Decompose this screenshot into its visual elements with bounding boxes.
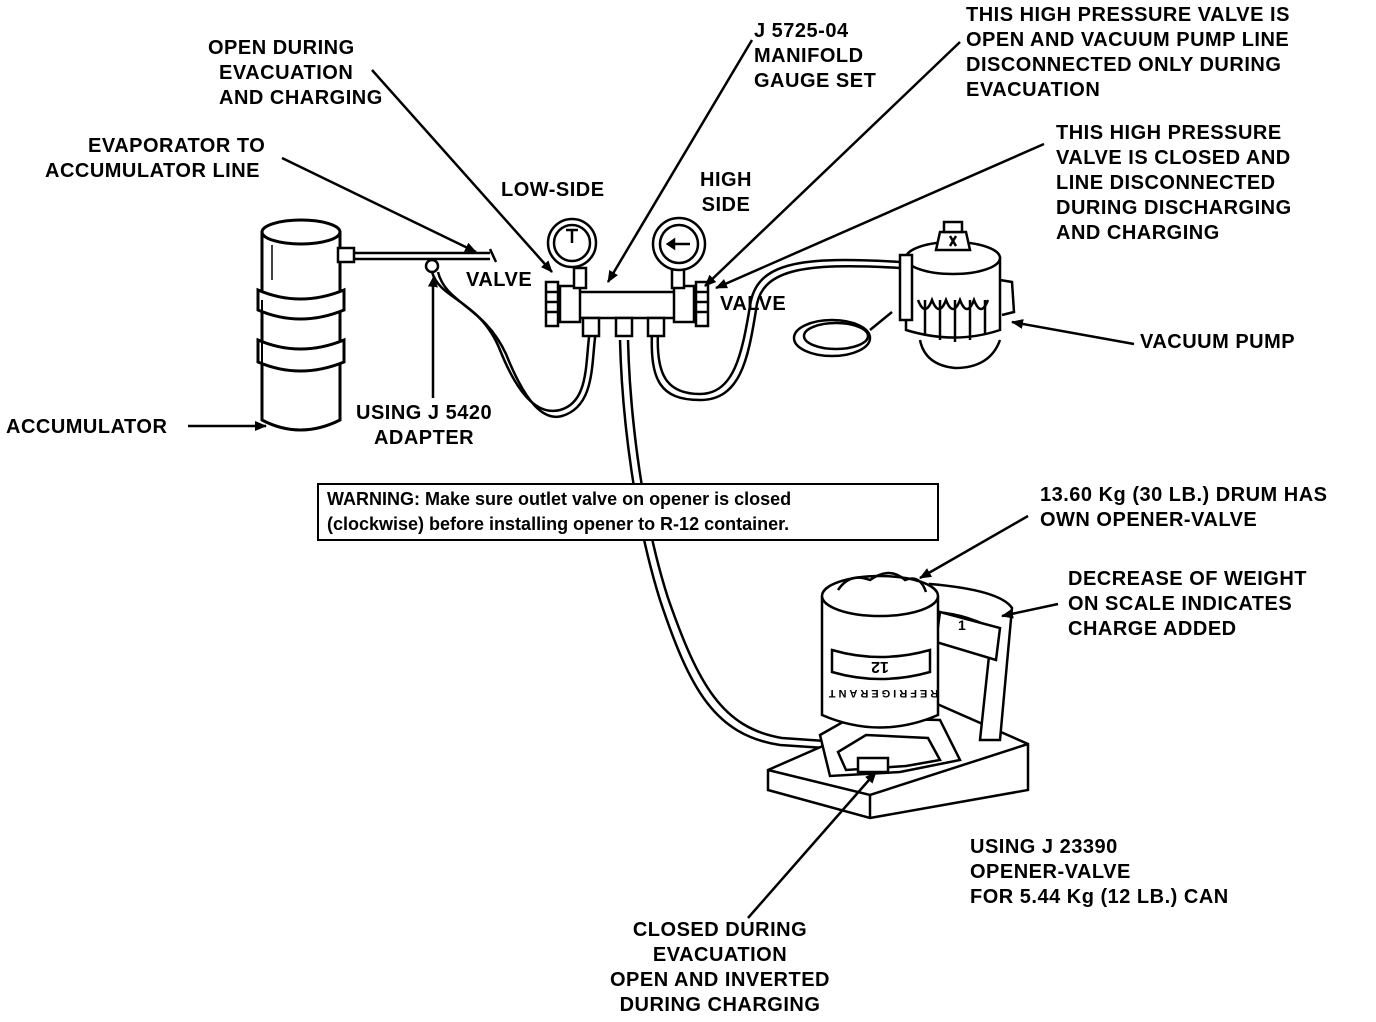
drum-opener-label: 13.60 Kg (30 LB.) DRUM HAS OWN OPENER-VA…	[1040, 484, 1328, 531]
evaporator-line-label: EVAPORATOR TO ACCUMULATOR LINE	[45, 135, 266, 182]
accumulator-fitting	[336, 246, 498, 274]
high-side-valve-label: VALVE	[720, 293, 787, 315]
open-during-evacuation-label: OPEN DURING EVACUATION AND CHARGING	[208, 37, 383, 109]
can-refrigerant-label: REFRIGERANT	[826, 687, 938, 699]
low-side-label: LOW-SIDE	[501, 179, 605, 201]
can-mark-label: 12	[871, 658, 889, 675]
manifold-gauge-set	[544, 216, 710, 338]
vacuum-pump-drawing	[898, 220, 1016, 370]
closed-during-evacuation-label: CLOSED DURING EVACUATION OPEN AND INVERT…	[610, 919, 831, 1016]
accumulator-label: ACCUMULATOR	[6, 416, 168, 438]
warning-line-2: (clockwise) before installing opener to …	[327, 514, 790, 534]
hoses	[430, 258, 901, 750]
manifold-gauge-set-label: J 5725-04 MANIFOLD GAUGE SET	[754, 20, 877, 92]
adapter-label: USING J 5420 ADAPTER	[356, 402, 493, 449]
leader-lines	[188, 39, 1135, 919]
warning-box: WARNING: Make sure outlet valve on opene…	[317, 483, 939, 541]
vacuum-pump-label: VACUUM PUMP	[1140, 331, 1296, 353]
decrease-weight-label: DECREASE OF WEIGHT ON SCALE INDICATES CH…	[1068, 568, 1308, 640]
high-pressure-valve-closed-label: THIS HIGH PRESSURE VALVE IS CLOSED AND L…	[1056, 122, 1292, 244]
warning-line-1: WARNING: Make sure outlet valve on opene…	[327, 489, 792, 509]
high-pressure-valve-open-label: THIS HIGH PRESSURE VALVE IS OPEN AND VAC…	[966, 4, 1290, 101]
opener-valve-label: USING J 23390 OPENER-VALVE FOR 5.44 Kg (…	[970, 836, 1229, 908]
refrigerant-drum	[820, 571, 940, 729]
scale-mark-label: 1	[958, 617, 966, 633]
scale-drawing	[766, 582, 1030, 820]
low-side-valve-label: VALVE	[466, 269, 533, 291]
accumulator-drawing	[256, 218, 346, 432]
high-side-label: HIGH SIDE	[700, 169, 752, 216]
